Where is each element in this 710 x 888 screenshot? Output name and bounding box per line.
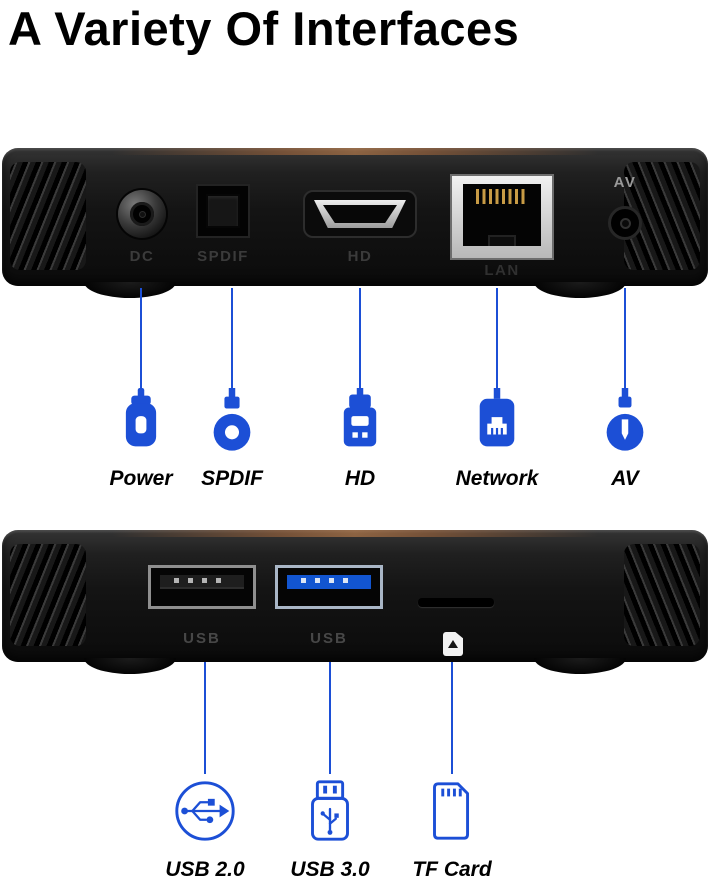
callout-line (328, 662, 332, 774)
hdmi-port-hole (323, 205, 397, 223)
hdmi-port (303, 190, 417, 238)
vent-grille-left (10, 162, 86, 270)
callout-label: USB 2.0 (165, 858, 245, 881)
port-label-lan: LAN (484, 262, 520, 279)
av-port-hole (619, 217, 631, 229)
device-foot (84, 282, 176, 298)
usb-symbol-icon (175, 781, 235, 841)
vent-grille-left (10, 544, 86, 646)
port-label-av: AV (613, 174, 637, 191)
callout-line (450, 662, 454, 774)
hd-cable-icon (343, 388, 377, 447)
callout-usb3: USB 3.0 (285, 662, 375, 882)
power-plug-icon (125, 388, 157, 447)
device-foot (534, 658, 626, 674)
device-foot (84, 658, 176, 674)
usb-drive-icon (311, 780, 349, 841)
usb2-port-tongue (160, 575, 244, 589)
callout-line (358, 288, 362, 388)
tv-box-front-view: USB USB (2, 530, 708, 674)
callout-line (495, 288, 499, 388)
tf-card-icon (433, 782, 470, 840)
dc-power-hole (130, 202, 154, 226)
dc-power-port (118, 190, 166, 238)
usb3-port-tongue (287, 575, 371, 589)
callout-label: AV (611, 467, 639, 490)
lan-port-pins (476, 189, 528, 204)
port-label-spdif: SPDIF (197, 248, 249, 265)
callout-label: USB 3.0 (290, 858, 370, 881)
callout-line (139, 288, 143, 388)
usb3-port (275, 565, 383, 609)
hdmi-port-metal (314, 200, 406, 228)
lan-port-inner (463, 184, 541, 246)
callout-label: Network (455, 467, 539, 490)
usb2-port (148, 565, 256, 609)
device-foot (534, 282, 626, 298)
callout-line (623, 288, 627, 388)
callout-spdif: SPDIF (187, 288, 277, 491)
page-title: A Variety Of Interfaces (8, 2, 520, 55)
top-edge-reflection (112, 530, 598, 537)
callout-av: AV (580, 288, 670, 491)
callout-network: Network (452, 288, 542, 491)
spdif-port-inner (206, 194, 240, 228)
callout-label: HD (344, 467, 376, 490)
callout-hd: HD (315, 288, 405, 491)
tf-card-indicator-icon (443, 632, 463, 656)
port-label-usb2: USB (183, 630, 221, 647)
tf-card-indicator-arrow (448, 640, 458, 648)
lan-port-notch (488, 235, 516, 246)
ethernet-icon (479, 388, 515, 447)
vent-grille-right (624, 544, 700, 646)
port-label-usb3: USB (310, 630, 348, 647)
lan-port (450, 174, 554, 260)
callout-tf-card: TF Card (407, 662, 497, 882)
spdif-port (196, 184, 250, 238)
callout-label: SPDIF (201, 467, 263, 490)
port-label-dc: DC (129, 248, 155, 265)
callout-power: Power (96, 288, 186, 491)
callout-usb2: USB 2.0 (160, 662, 250, 882)
av-port (608, 206, 642, 240)
spdif-plug-icon (213, 388, 251, 451)
av-jack-icon (606, 388, 644, 451)
usb3-port-contacts (301, 578, 357, 583)
callout-line (203, 662, 207, 774)
usb2-port-contacts (174, 578, 230, 583)
callout-label: Power (109, 467, 173, 490)
callout-label: TF Card (412, 858, 492, 881)
callout-line (230, 288, 234, 388)
port-label-hd: HD (347, 248, 373, 265)
tf-card-slot (418, 598, 494, 607)
top-edge-reflection (112, 148, 598, 155)
dc-power-pin (138, 210, 146, 218)
tv-box-rear-view: DC SPDIF HD LAN AV (2, 148, 708, 298)
